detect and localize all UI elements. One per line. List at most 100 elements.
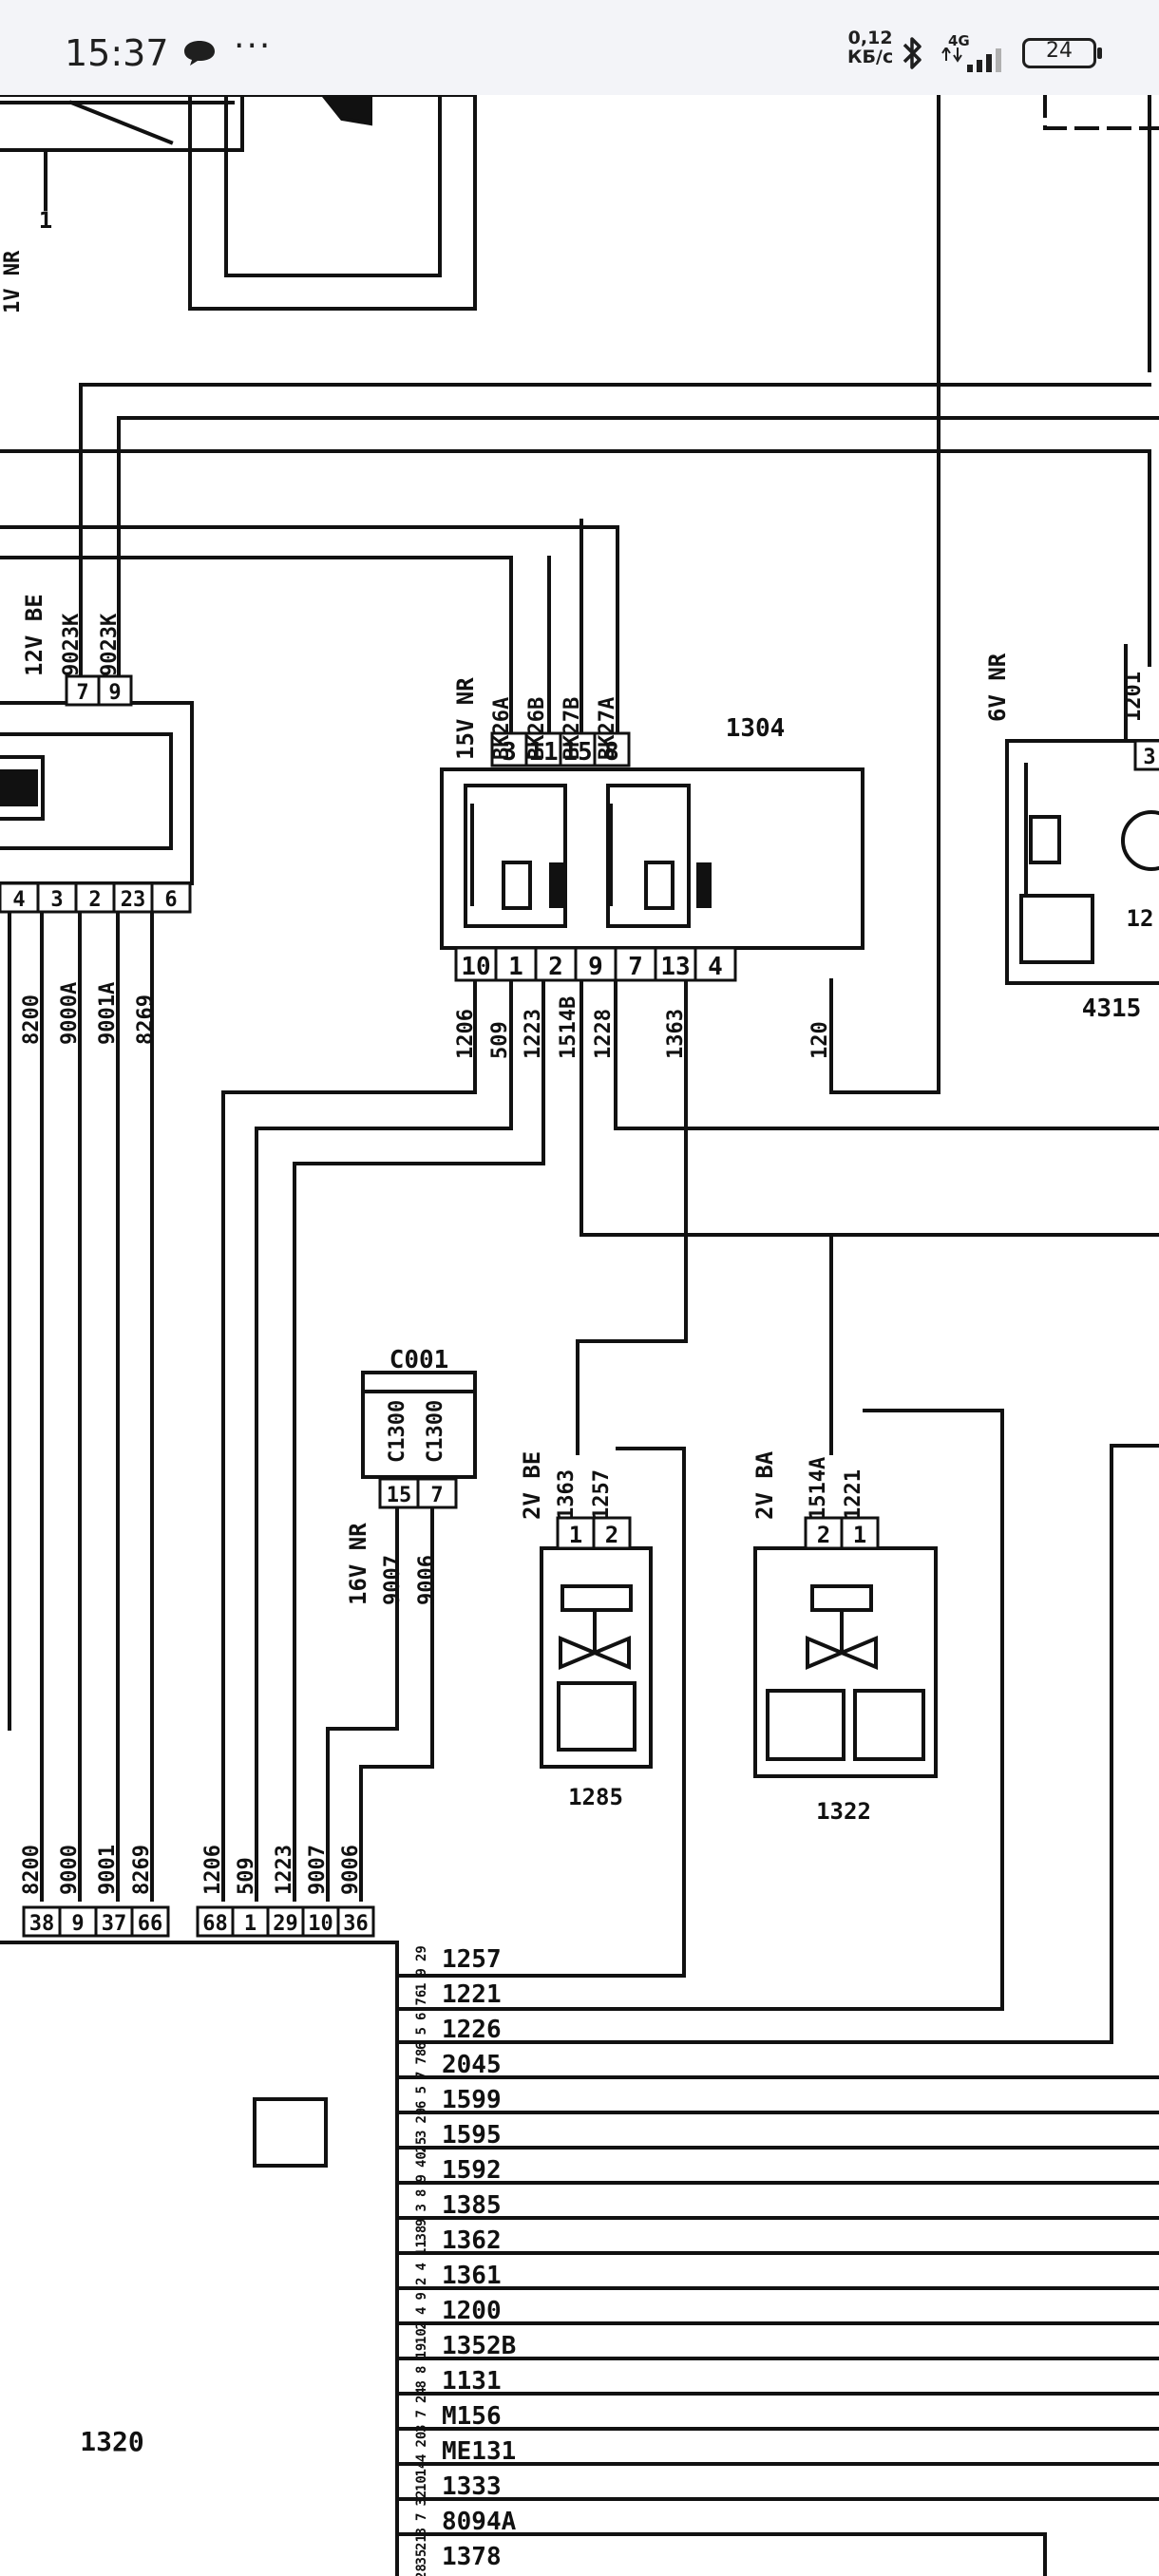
relay-1304-bottom-pin-number: 1	[508, 953, 523, 981]
ecu-1320-top-pin-cell	[266, 1905, 305, 1938]
relay-1304-top-pin-number: 3	[502, 738, 517, 767]
left-module-pin-number: 2	[88, 888, 101, 912]
ecu-right-pin-number: 9	[414, 2174, 429, 2182]
wire-label: 9001A	[96, 982, 120, 1045]
ecu-right-pin-number: 6	[414, 2101, 429, 2109]
ecu-right-pin-number: 21	[414, 2534, 429, 2550]
wire-label: 1223	[522, 1009, 545, 1059]
connector-c001-body	[361, 1371, 477, 1479]
valve-1285-pin-cell	[592, 1516, 632, 1550]
wire-label: 9007	[381, 1555, 405, 1605]
relay-1304-bottom-pin-cell	[574, 946, 618, 982]
connector-label: C001	[390, 1346, 449, 1374]
wire-label: 1201	[1122, 672, 1146, 722]
wire-label: 1514A	[807, 1457, 830, 1520]
connector-c001-pin-number: 15	[387, 1484, 412, 1507]
ecu-1320-top-pin-number: 66	[138, 1912, 163, 1936]
ecu-right-pin-number: 32	[414, 2491, 429, 2507]
connector-label: 12V BE	[21, 594, 48, 676]
ecu-right-pin-number: 78	[414, 2049, 429, 2065]
top-left-block	[0, 95, 244, 152]
relay-1304-top-pin-cell	[559, 731, 597, 767]
ecu-right-pin-number: 28	[414, 2564, 429, 2576]
valve-1322-pin-number: 2	[817, 1522, 830, 1548]
wire-label: 9007	[306, 1845, 330, 1895]
left-module-pin-cell	[150, 881, 192, 914]
component-label: 1322	[816, 1798, 871, 1825]
wire-label: 1206	[454, 1009, 478, 1059]
wire-label: 120	[808, 1021, 832, 1059]
ecu-right-wire-label: 1257	[442, 1945, 502, 1974]
net-speed: 0,12 КБ/с	[847, 28, 893, 66]
left-module-pin-number: 23	[121, 888, 146, 912]
motor-4315-pin-cell	[1133, 739, 1159, 771]
relay-1304-top-pin-cell	[490, 731, 528, 767]
battery-level: 24	[1046, 39, 1073, 63]
component-label: 4315	[1082, 994, 1142, 1023]
ecu-right-pin-number: 5	[414, 2086, 429, 2093]
relay-1304-top-pin-number: 15	[562, 738, 592, 767]
component-label: 12	[1127, 905, 1154, 932]
wire-label: BK26B	[525, 697, 549, 760]
valve-1285-pin-number: 2	[605, 1522, 618, 1548]
wire-label: 509	[235, 1857, 258, 1895]
ecu-right-wire-label: 2045	[442, 2051, 502, 2079]
connector-c001-pin-cell	[416, 1477, 458, 1509]
ecu-1320-icon	[253, 2097, 328, 2168]
ecu-1320-top-pin-number: 1	[244, 1912, 256, 1936]
connector-9023-pin-number: 9	[108, 681, 121, 705]
connector-c001-pin-number: 7	[430, 1484, 443, 1507]
left-module-pin-number: 3	[50, 888, 63, 912]
relay-1304-top-pin-cell	[524, 731, 562, 767]
wire-label: 9001	[96, 1845, 120, 1895]
ecu-right-wire-label: 1131	[442, 2367, 502, 2396]
left-module-pin-number: 4	[12, 888, 25, 912]
chat-notification-icon	[184, 41, 215, 66]
ecu-right-pin-number: 1	[414, 1983, 429, 1991]
ecu-right-wire-label: 1221	[442, 1980, 502, 2009]
ecu-1320-body	[0, 1941, 399, 2576]
ecu-1320-top-pin-number: 38	[29, 1912, 55, 1936]
wire-label: 9023K	[98, 613, 122, 676]
wire-label: 9023K	[60, 613, 84, 676]
wire-label: 8269	[130, 1845, 154, 1895]
component-label: 1285	[568, 1784, 623, 1810]
network-type: 4G	[948, 32, 970, 49]
signal-icon	[941, 47, 1001, 72]
ecu-right-pin-number: 7	[414, 2513, 429, 2521]
bluetooth-icon	[902, 37, 922, 69]
ecu-right-pin-number: 2	[414, 2321, 429, 2329]
ecu-1320-top-pin-cell	[301, 1905, 340, 1938]
wire-label: 1514B	[557, 996, 580, 1059]
wire-label: BK26A	[490, 697, 514, 760]
ecu-right-pin-number: 40	[414, 2151, 429, 2168]
ecu-right-pin-number: 24	[414, 2387, 429, 2403]
wire-label: 1228	[592, 1009, 616, 1059]
ecu-right-wire-label: 1595	[442, 2121, 502, 2150]
relay-1304-body	[440, 767, 864, 950]
ecu-right-wire-label: 8094A	[442, 2508, 517, 2536]
top-frame-inner	[224, 95, 442, 277]
relay-1304-bottom-pin-number: 2	[548, 953, 563, 981]
ecu-right-pin-number: 6	[414, 2042, 429, 2050]
ecu-right-pin-number: 35	[414, 2549, 429, 2566]
more-notifications-icon: ···	[234, 27, 273, 66]
ecu-right-pin-number: 4	[414, 2307, 429, 2315]
ecu-1320-top-pin-number: 37	[102, 1912, 127, 1936]
component-label: 1320	[80, 2426, 143, 2457]
wire-label: 1223	[273, 1845, 296, 1895]
ecu-right-wire-label: M156	[442, 2402, 502, 2431]
relay-1304-bottom-pin-number: 13	[660, 953, 690, 981]
relay-1304-bottom-pin-cell	[694, 946, 737, 982]
ecu-right-pin-number: 9	[414, 1968, 429, 1976]
battery-icon: 24	[1022, 38, 1102, 68]
wire-label: 8200	[20, 1845, 44, 1895]
ecu-1320-top-pin-number: 10	[308, 1912, 333, 1936]
ecu-right-pin-number: 20	[414, 2432, 429, 2448]
ecu-1320-top-pin-cell	[130, 1905, 170, 1938]
ecu-1320-top-pin-cell	[336, 1905, 375, 1938]
ecu-right-pin-number: 8	[414, 2366, 429, 2374]
ecu-right-pin-number: 8	[414, 2189, 429, 2197]
ecu-right-pin-number: 76	[414, 1990, 429, 2006]
ecu-right-pin-number: 14	[414, 2461, 429, 2477]
